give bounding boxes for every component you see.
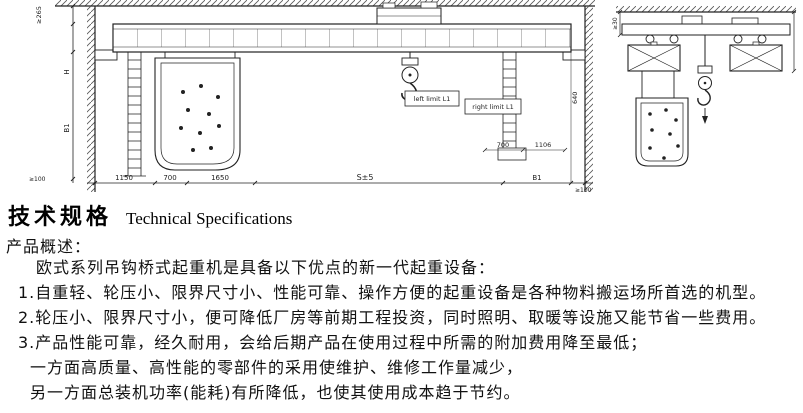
side-ceiling <box>616 6 796 13</box>
product-description: 欧式系列吊钩桥式起重机是具备以下优点的新一代起重设备： 1.自重轻、轮压小、限界… <box>6 255 801 405</box>
bridge-girder <box>112 23 572 53</box>
dimension-lines <box>70 3 593 186</box>
dim-label-b1-left: B1 <box>63 123 71 132</box>
building-structure <box>55 0 595 192</box>
dim-label-seg2: 700 <box>163 174 176 182</box>
description-intro-line: 欧式系列吊钩桥式起重机是具备以下优点的新一代起重设备： <box>36 258 496 277</box>
description-point-3: 3.产品性能可靠，经久耐用，会给后期产品在使用过程中所需的附加费用降至最低； <box>18 333 648 352</box>
dim-label-height: H <box>63 69 71 74</box>
section-heading: 技术规格 Technical Specifications <box>8 199 292 231</box>
dim-label-right-clearance: ≥100 <box>575 187 592 194</box>
dim-label-b1-right: B1 <box>532 174 541 182</box>
overview-label: 产品概述： <box>6 237 92 256</box>
dim-label-span: S±5 <box>357 173 374 182</box>
hoist-trolley <box>376 1 442 25</box>
side-trolley <box>621 15 791 44</box>
heading-zh: 技术规格 <box>8 205 113 230</box>
dim-label-1106: 1106 <box>535 141 552 149</box>
side-operator-cab <box>635 71 689 167</box>
dim-label-top-clearance: ≥265 <box>35 6 43 24</box>
crane-side-view-drawing: ≥30 <box>612 6 797 167</box>
dim-label-right-limit: right limit L1 <box>472 103 513 111</box>
heading-en: Technical Specifications <box>126 209 293 228</box>
operator-cab <box>154 52 241 171</box>
limit-labels: left limit L1 right limit L1 <box>404 90 522 115</box>
description-point-2: 2.轮压小、限界尺寸小，便可降低厂房等前期工程投资，同时照明、取暖等设施又能节省… <box>18 308 767 327</box>
dimension-text: ≥265 H B1 ≥100 1150 700 1650 S±5 B1 ≥100… <box>29 6 592 194</box>
description-point-1: 1.自重轻、轮压小、限界尺寸小、性能可靠、操作方便的起重设备是各种物料搬运场所首… <box>18 283 767 302</box>
dim-label-seg1: 1150 <box>115 174 133 182</box>
crane-front-elevation-drawing: left limit L1 right limit L1 ≥265 H B1 ≥… <box>29 0 595 194</box>
side-hook-block <box>697 35 713 124</box>
dim-label-700: 700 <box>497 141 509 149</box>
dim-label-left-clearance: ≥100 <box>29 176 46 183</box>
description-point-3a: 一方面高质量、高性能的零部件的采用使维护、维修工作量减少， <box>30 358 524 377</box>
dim-label-640: 640 <box>571 92 579 104</box>
dim-label-seg3: 1650 <box>211 174 229 182</box>
description-point-3b: 另一方面总装机功率(能耗)有所降低，也使其使用成本趋于节约。 <box>30 383 521 402</box>
left-ladder <box>123 52 146 177</box>
crane-drawings: left limit L1 right limit L1 ≥265 H B1 ≥… <box>0 0 803 200</box>
dim-label-side-top-clearance: ≥30 <box>612 17 619 30</box>
dim-label-left-limit: left limit L1 <box>414 95 451 103</box>
side-girders <box>627 41 783 72</box>
side-dimensions: ≥30 <box>612 9 797 74</box>
